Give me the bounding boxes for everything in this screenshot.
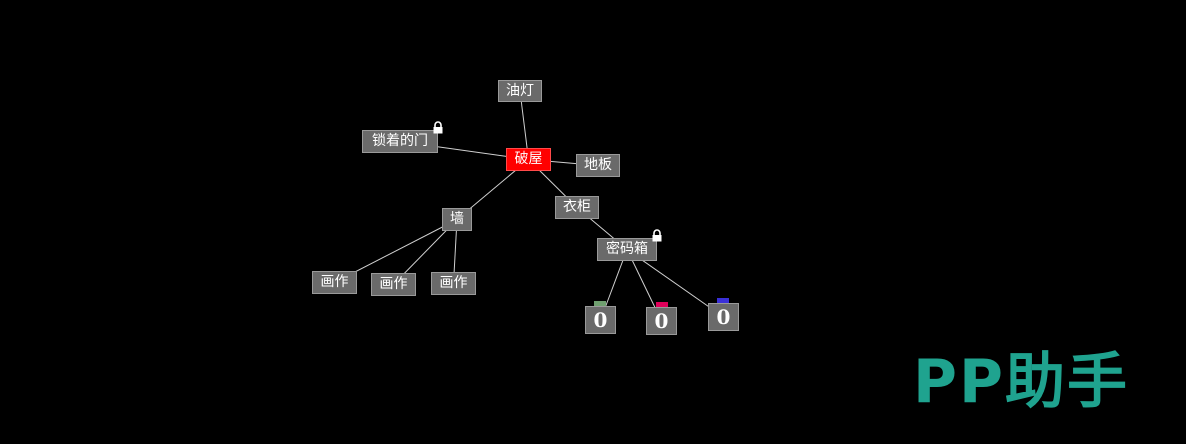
node-wardrobe[interactable]: 衣柜	[555, 196, 599, 219]
watermark-logo: PP助手	[913, 347, 1129, 417]
node-lamp[interactable]: 油灯	[498, 80, 542, 102]
code-dial[interactable]: 0	[646, 307, 677, 335]
code-dial[interactable]: 0	[585, 306, 616, 334]
node-hut-current[interactable]: 破屋	[506, 148, 551, 171]
node-locked-door[interactable]: 锁着的门	[362, 130, 438, 153]
dial-color-tab	[656, 302, 668, 310]
code-dial[interactable]: 0	[708, 303, 739, 331]
node-painting[interactable]: 画作	[312, 271, 357, 294]
lock-icon	[433, 121, 443, 134]
node-floor[interactable]: 地板	[576, 154, 620, 177]
dial-color-tab	[594, 301, 606, 309]
lock-icon	[652, 229, 662, 242]
node-safe[interactable]: 密码箱	[597, 238, 657, 261]
node-painting[interactable]: 画作	[431, 272, 476, 295]
dial-color-tab	[717, 298, 729, 306]
node-wall[interactable]: 墙	[442, 208, 472, 231]
node-painting[interactable]: 画作	[371, 273, 416, 296]
